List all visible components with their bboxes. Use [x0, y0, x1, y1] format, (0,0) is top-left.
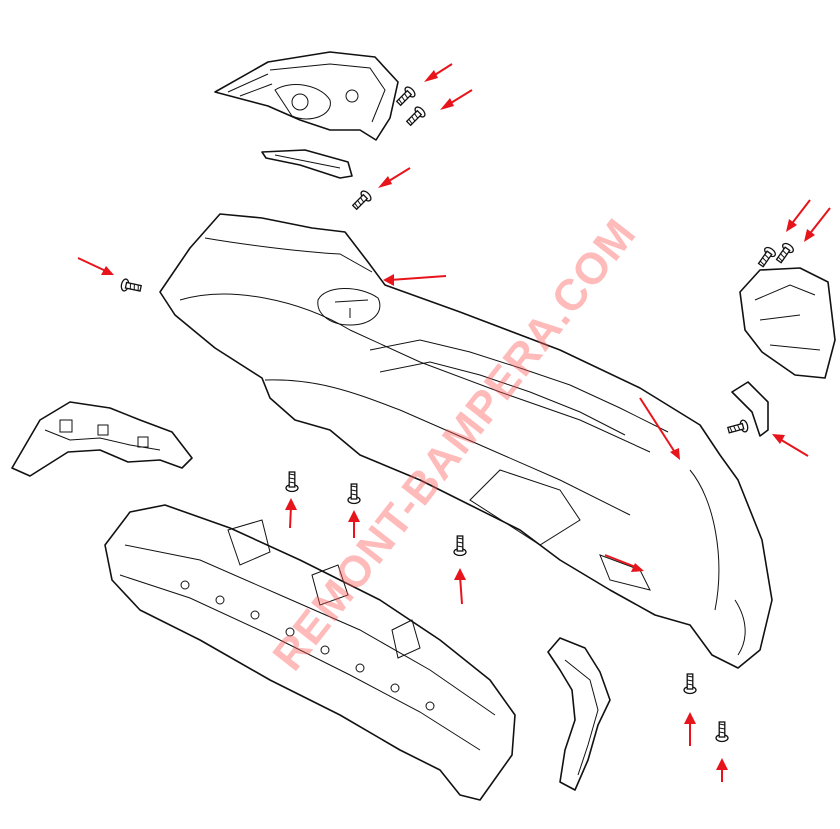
right-bracket [547, 637, 611, 791]
arrow-11 [285, 498, 297, 529]
arrow-10 [604, 554, 644, 572]
tail-light [214, 51, 399, 141]
left-bracket [11, 401, 193, 477]
indicator-arrows [77, 63, 831, 782]
arrow-12 [348, 510, 360, 538]
arrow-8 [772, 434, 809, 457]
arrow-6 [786, 199, 811, 232]
reinforcement-beam [104, 504, 516, 801]
arrow-1 [424, 63, 453, 82]
side-trim-piece [731, 267, 836, 437]
arrow-2 [440, 89, 473, 110]
arrow-14 [684, 712, 696, 746]
rear-bumper-cover [159, 213, 773, 669]
arrow-3 [378, 167, 411, 188]
arrow-15 [716, 758, 728, 782]
trim-strip [261, 149, 353, 179]
arrow-13 [454, 568, 466, 605]
arrow-7 [804, 207, 831, 242]
arrow-4 [77, 257, 114, 275]
arrow-9 [639, 397, 680, 460]
arrow-5 [383, 274, 447, 286]
